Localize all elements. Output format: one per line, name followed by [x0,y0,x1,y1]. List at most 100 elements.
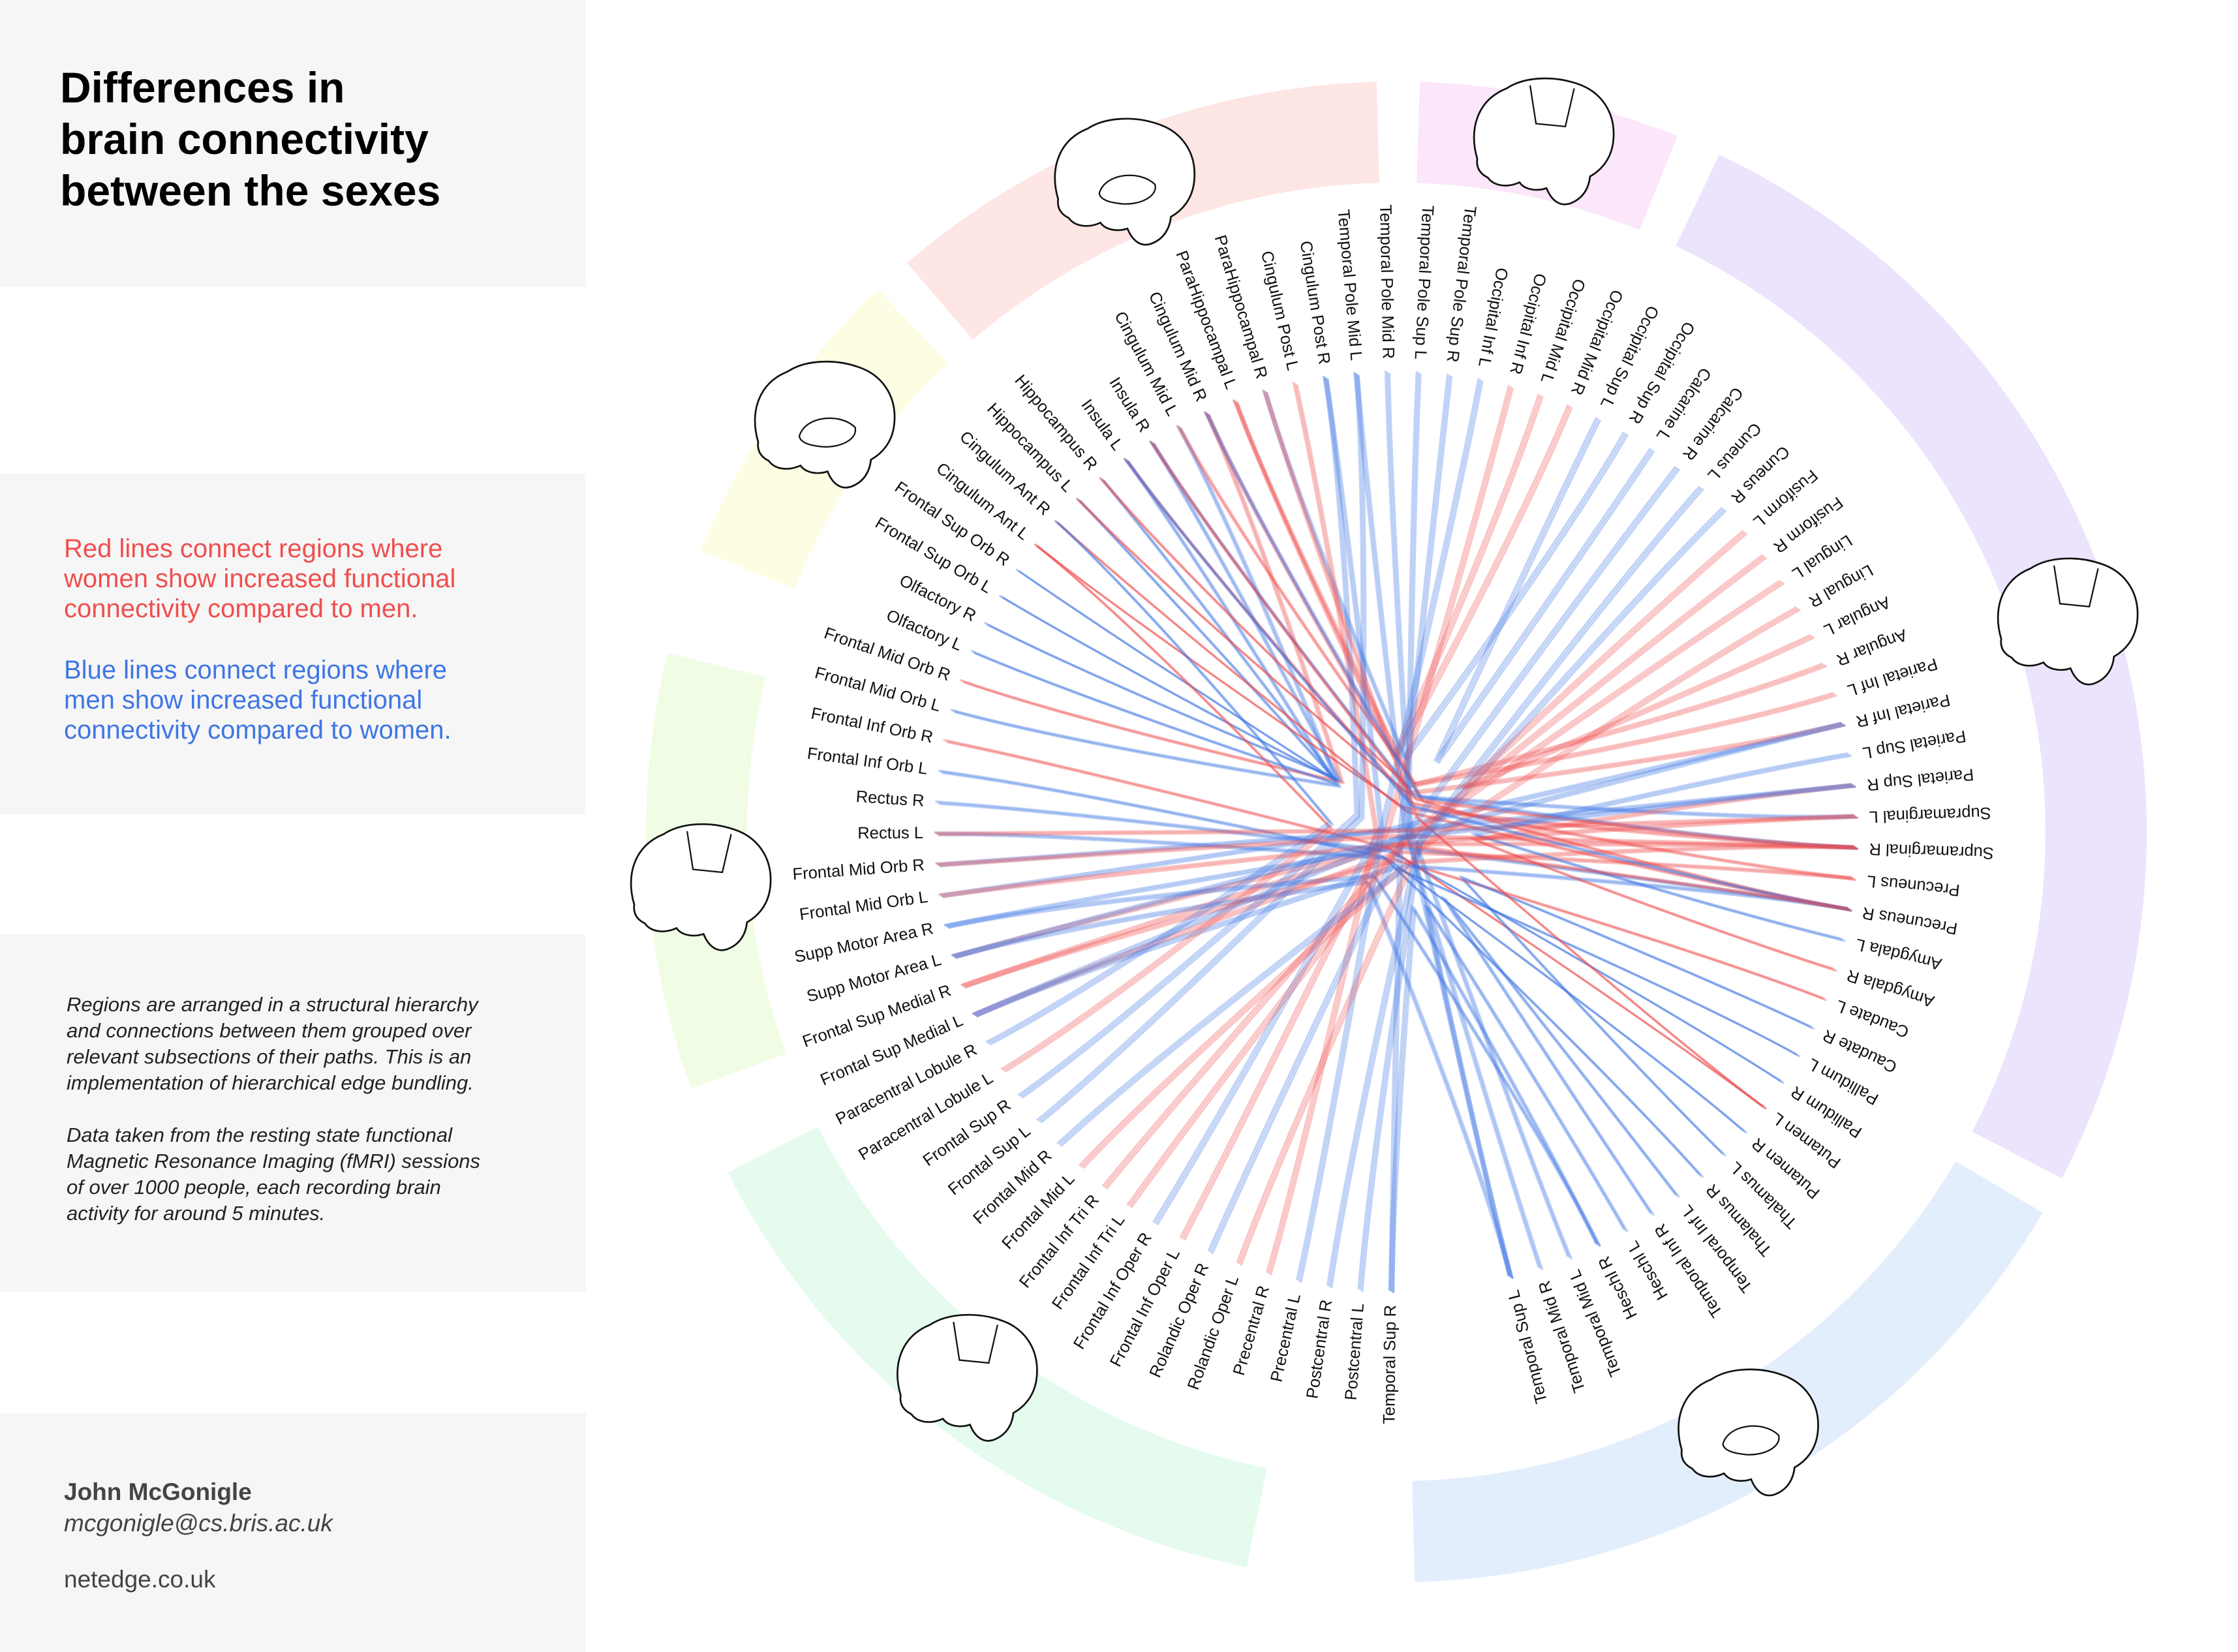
region-label: Hippocampus R [1011,371,1101,474]
connection-red-52 [1464,532,1815,791]
connection-red-63 [942,844,1852,912]
connection-blue-41 [1154,379,1482,1225]
connection-blue-6 [938,834,1748,1135]
info-paragraph-method: Regions are arranged in a structural hie… [67,993,478,1094]
connection-red-65 [936,815,1856,835]
connection-blue-66 [972,722,1842,1015]
connection-blue-5 [939,786,1856,868]
brain-medial-icon-limbic [1678,1368,1819,1497]
connection-blue-11 [943,874,1597,1245]
connection-red-50 [1000,543,1330,1071]
connection-red-26 [1176,425,1834,784]
brain-lateral-icon-parietal [630,823,772,951]
connection-blue-51 [985,519,1330,1043]
connection-red-21 [1056,521,1850,911]
connection-blue-41 [1152,378,1480,1223]
connection-blue-33 [1388,373,1573,1260]
connection-red-21 [1058,522,1852,912]
connection-blue-17 [987,442,1343,783]
region-label: Parietal Sup R [1866,765,1974,793]
connection-red-44 [1128,555,1766,1207]
region-label: Amygdala L [1854,935,1943,973]
connection-blue-11 [945,875,1599,1246]
legend-blue-text: Blue lines connect regions where men sho… [64,656,452,744]
connection-blue-14 [950,425,1338,786]
region-label: Supramarginal L [1869,804,1991,826]
connection-red-55 [1473,786,1856,972]
region-label: Frontal Sup Orb L [872,513,994,597]
connection-blue-57 [1440,895,1676,1214]
connection-blue-17 [983,440,1340,780]
connection-blue-47 [1058,864,1850,1146]
connection-red-63 [940,843,1850,911]
connection-blue-43 [1328,508,1725,1287]
region-label: Temporal Pole Mid R [1376,204,1397,359]
connection-blue-19 [1017,498,1336,781]
connection-red-26 [1178,426,1836,786]
connection-red-44 [1126,554,1764,1206]
connection-red-65 [938,816,1858,836]
connection-blue-29 [1266,391,1629,762]
connection-red-38 [1238,607,1800,1265]
connection-blue-56 [1460,876,1813,1156]
connection-blue-53 [1437,419,1655,765]
connection-blue-36 [1392,906,1601,1293]
connection-red-9 [943,739,1764,1107]
connection-red-58 [1262,389,1764,1107]
region-label: Frontal Inf Tri R [1016,1191,1103,1292]
connection-blue-1 [947,847,1852,929]
connection-red-38 [1236,606,1798,1264]
region-label: Precentral L [1267,1292,1304,1383]
connection-blue-31 [1298,377,1383,1282]
connection-blue-39 [1207,466,1677,1252]
connection-red-45 [1105,582,1785,1190]
connection-blue-48 [1036,372,1363,1121]
connection-red-9 [945,740,1766,1109]
connection-red-30 [1269,384,1379,1276]
connection-red-40 [1179,384,1510,1238]
info-panel: Regions are arranged in a structural hie… [0,934,586,1292]
connection-blue-17 [985,441,1341,782]
connection-red-45 [1101,579,1781,1187]
connection-red-46 [1080,846,1856,1168]
connection-red-55 [1471,784,1854,971]
connection-blue-16 [972,459,1338,786]
connection-red-40 [1183,387,1514,1241]
connection-blue-7 [935,800,1781,1082]
connection-blue-67 [953,784,1854,958]
connection-blue-12 [975,867,1801,1058]
connection-blue-5 [937,784,1854,866]
connection-blue-18 [998,476,1335,780]
connection-blue-29 [1262,389,1625,759]
connection-red-20 [1034,543,1854,848]
connection-blue-56 [1458,875,1811,1155]
connection-red-45 [1103,581,1783,1189]
connection-red-61 [1153,442,1858,850]
connection-blue-35 [1390,375,1451,1292]
connection-blue-60 [1205,412,1856,849]
region-label: Postcentral L [1342,1303,1368,1401]
connection-blue-37 [1423,904,1625,1277]
connection-blue-18 [1000,478,1337,782]
connection-blue-18 [1002,479,1339,783]
connection-blue-25 [1149,440,1854,817]
website-link[interactable]: netedge.co.uk [64,1566,216,1593]
connection-blue-19 [1015,497,1334,780]
connection-blue-34 [1407,372,1512,1278]
connection-red-27 [1205,405,1571,760]
legend-panel: Red lines connect regions where women sh… [0,474,586,814]
connection-red-24 [1125,459,1854,880]
connection-red-27 [1207,406,1573,761]
connection-blue-4 [940,723,1844,897]
connection-blue-49 [1021,378,1360,1099]
connection-blue-25 [1151,441,1856,818]
region-label: Cingulum Post R [1296,239,1334,365]
connection-blue-42 [1357,485,1700,1289]
connection-blue-14 [952,426,1340,788]
region-label: Frontal Inf Orb L [806,744,928,778]
connection-blue-12 [972,864,1797,1056]
connection-red-59 [1232,399,1848,910]
connection-blue-48 [1040,375,1367,1124]
connection-blue-33 [1387,372,1571,1259]
